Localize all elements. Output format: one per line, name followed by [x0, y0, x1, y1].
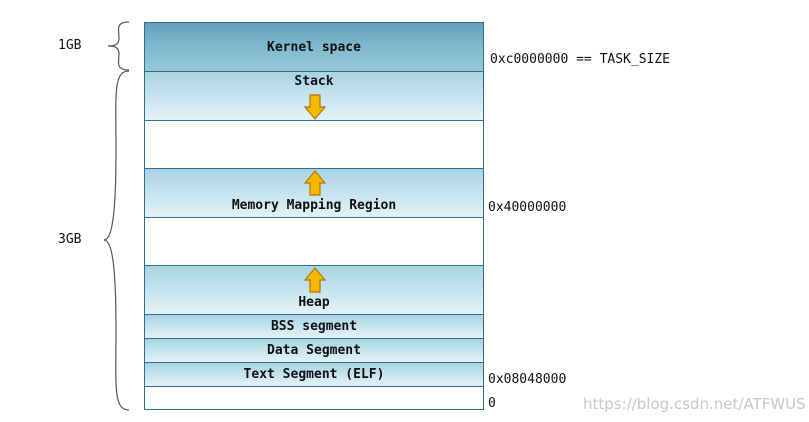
size-label-1gb: 1GB [58, 38, 82, 53]
up-arrow-icon [304, 267, 326, 293]
address-text-base: 0x08048000 [488, 372, 567, 387]
size-label-3gb: 3GB [58, 232, 82, 247]
brace-3gb [103, 70, 130, 411]
bss-segment-block: BSS segment [144, 314, 484, 338]
free-gap-lower [144, 217, 484, 265]
size-braces [103, 21, 130, 411]
stack-label: Stack [294, 74, 334, 89]
data-segment-block: Data Segment [144, 338, 484, 362]
watermark: https://blog.csdn.net/ATFWUS [583, 395, 806, 413]
data-segment-label: Data Segment [267, 343, 361, 358]
null-page-block [144, 386, 484, 410]
heap-label: Heap [298, 295, 330, 310]
address-zero: 0 [488, 396, 496, 411]
free-gap-upper [144, 120, 484, 168]
kernel-space-label: Kernel space [267, 39, 361, 55]
brace-1gb [107, 21, 130, 71]
text-segment-block: Text Segment (ELF) [144, 362, 484, 386]
down-arrow-icon [304, 94, 326, 120]
up-arrow-icon [304, 170, 326, 196]
address-mmap-base: 0x40000000 [488, 200, 567, 215]
memory-mapping-label: Memory Mapping Region [231, 198, 397, 213]
bss-segment-label: BSS segment [270, 319, 358, 334]
address-task-size: 0xc0000000 == TASK_SIZE [490, 52, 671, 67]
kernel-space-block: Kernel space [144, 22, 484, 71]
text-segment-label: Text Segment (ELF) [243, 367, 385, 382]
